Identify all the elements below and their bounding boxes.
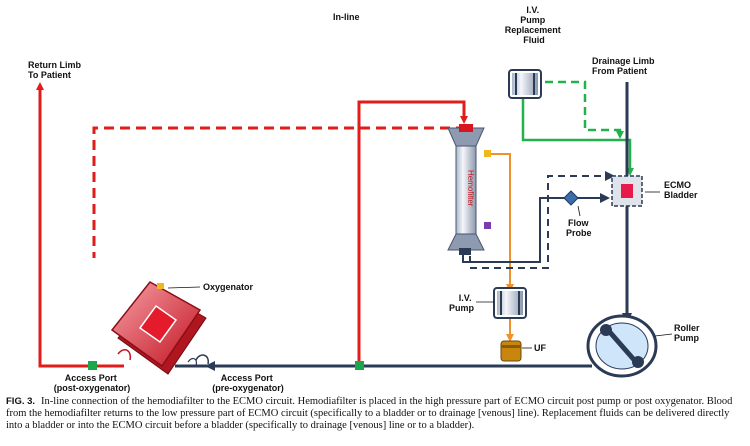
solid-return-to-drainage [462,193,610,263]
replacement-fluid-lines [521,80,634,176]
hemofilter-label: Hemofilter [466,170,475,207]
hemofilter: Hemofilter [447,124,491,255]
flow-probe [563,190,579,206]
replacement-dashed-line [545,80,624,139]
diagram-title: In-line [333,12,360,22]
label-pointers [167,191,673,349]
access-port-post-label: Access Port (post-oxygenator) [54,373,131,393]
access-port-pre [187,354,209,367]
iv-pump-label: I.V. Pump [449,293,475,313]
return-limb-line [36,82,92,368]
hemofilter-return-dashed-line [92,126,466,258]
dashed-return-to-bladder [469,171,615,269]
oxygenator [110,281,207,375]
figure-caption: FIG. 3.In-line connection of the hemodia… [6,396,744,432]
iv-pump-replacement [508,69,542,99]
oxygenator-label: Oxygenator [203,282,254,292]
hemofilter-venous-return [462,171,615,269]
ecmo-bladder-label: ECMO Bladder [664,180,698,200]
uf-container [500,340,522,362]
effluent-line-upper [489,153,514,292]
caption-text: In-line connection of the hemodiafilter … [6,396,733,431]
drainage-limb-label: Drainage Limb From Patient [592,56,657,76]
effluent-lines [489,153,514,342]
hemofilter-port [355,361,364,370]
figure-number: FIG. 3. [6,396,36,407]
access-port-post [88,349,132,370]
arterial-lines [36,82,468,368]
roller-pump [586,314,658,378]
ecmo-bladder [611,175,643,207]
uf-label: UF [534,343,546,353]
roller-pump-label: Roller Pump [674,323,702,343]
access-port-pre-label: Access Port (pre-oxygenator) [212,373,284,393]
iv-pump-replacement-label: I.V. Pump Replacement Fluid [505,5,564,45]
hemofilter-inlet-line [357,100,468,366]
venous-lines [175,82,632,371]
iv-pump-uf [493,287,527,319]
flow-probe-label: Flow Probe [566,218,592,238]
replacement-solid-line [521,97,634,176]
return-limb-label: Return Limb To Patient [28,60,84,80]
